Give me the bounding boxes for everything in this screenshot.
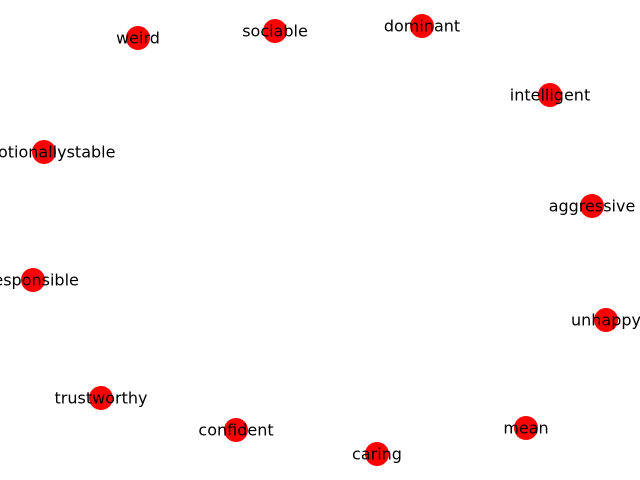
graph-node-weird: weird	[116, 26, 160, 50]
node-marker	[224, 418, 248, 442]
node-label: confident	[198, 421, 273, 440]
node-label: sociable	[242, 22, 308, 41]
node-label: intelligent	[510, 86, 590, 105]
graph-node-aggressive: aggressive	[549, 194, 636, 218]
graph-node-dominant: dominant	[384, 14, 460, 38]
graph-node-responsible: responsible	[0, 268, 79, 292]
node-label: responsible	[0, 271, 79, 290]
graph-node-sociable: sociable	[242, 19, 308, 43]
graph-node-unhappy: unhappy	[571, 308, 640, 332]
node-label: dominant	[384, 17, 460, 36]
node-label: emotionallystable	[0, 143, 115, 162]
node-marker	[21, 268, 45, 292]
node-marker	[126, 26, 150, 50]
node-label: mean	[503, 419, 548, 438]
node-marker	[32, 140, 56, 164]
node-marker	[410, 14, 434, 38]
node-marker	[538, 83, 562, 107]
node-marker	[263, 19, 287, 43]
node-label: unhappy	[571, 311, 640, 330]
nodes-layer: weird sociable dominant intelligent emotiona…	[0, 14, 640, 466]
node-marker	[514, 416, 538, 440]
graph-node-confident: confident	[198, 418, 274, 442]
graph-node-emotionallystable: emotionallystable	[0, 140, 115, 164]
node-label: trustworthy	[55, 389, 148, 408]
node-marker	[365, 442, 389, 466]
graph-node-trustworthy: trustworthy	[55, 386, 148, 410]
node-label: weird	[116, 29, 160, 48]
node-marker	[580, 194, 604, 218]
graph-node-intelligent: intelligent	[510, 83, 590, 107]
node-marker	[89, 386, 113, 410]
graph-node-caring: caring	[352, 442, 402, 466]
node-marker	[594, 308, 618, 332]
node-label: aggressive	[549, 197, 636, 216]
node-label: caring	[352, 445, 402, 464]
graph-node-mean: mean	[503, 416, 549, 440]
